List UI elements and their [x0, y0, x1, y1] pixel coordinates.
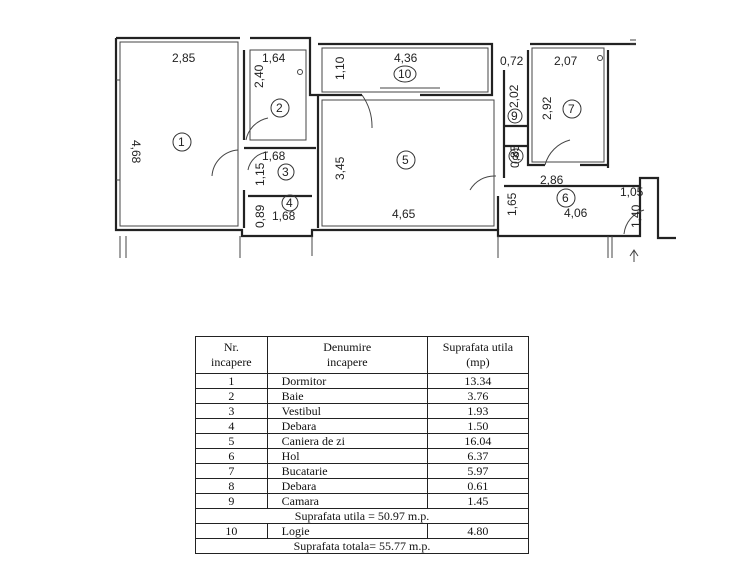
dim-1-05: 1,05	[620, 185, 644, 199]
dim-1-68b: 1,68	[272, 209, 296, 223]
table-header-row: Nr. incapere Denumire incapere Suprafata…	[195, 336, 530, 374]
rooms-table: Nr. incapere Denumire incapere Suprafata…	[195, 336, 530, 554]
row-area: 16.04	[426, 433, 530, 449]
dim-4-68: 4,68	[129, 140, 143, 164]
dim-2-92: 2,92	[540, 96, 554, 120]
row-area: 1.50	[426, 418, 530, 434]
row-area: 3.76	[426, 388, 530, 404]
row-area: 6.37	[426, 448, 530, 464]
logie-name: Logie	[266, 523, 428, 539]
row-name: Hol	[266, 448, 428, 464]
header-name: Denumire incapere	[266, 336, 428, 374]
room-number-1: 1	[178, 135, 185, 149]
dim-4-65: 4,65	[392, 207, 416, 221]
row-name: Caniera de zi	[266, 433, 428, 449]
row-name: Dormitor	[266, 373, 428, 389]
row-area: 13.34	[426, 373, 530, 389]
dim-0-89: 0,89	[253, 204, 267, 228]
row-name: Vestibul	[266, 403, 428, 419]
room-number-2: 2	[276, 101, 283, 115]
row-nr: 1	[195, 373, 268, 389]
row-nr: 5	[195, 433, 268, 449]
walls	[114, 36, 676, 262]
subtotal-row: Suprafata utila = 50.97 m.p.	[195, 508, 529, 524]
dimension-labels: 2,85 4,68 1,64 2,40 1,68 1,15 0,89 1,68 …	[129, 51, 644, 228]
row-nr: 3	[195, 403, 268, 419]
room-markers: 1 2 3 4 5 6 7 8 9 10	[172, 65, 582, 212]
total-row: Suprafata totala= 55.77 m.p.	[195, 538, 529, 554]
header-area: Suprafata utila (mp)	[426, 336, 530, 374]
logie-area: 4.80	[426, 523, 530, 539]
dim-1-68: 1,68	[262, 149, 286, 163]
row-nr: 9	[195, 493, 268, 509]
header-nr: Nr. incapere	[195, 336, 268, 374]
dim-2-40: 2,40	[252, 64, 266, 88]
dim-2-85: 2,85	[172, 51, 196, 65]
room-number-6: 6	[562, 191, 569, 205]
floor-plan: 2,85 4,68 1,64 2,40 1,68 1,15 0,89 1,68 …	[114, 36, 676, 262]
dim-4-36: 4,36	[394, 51, 418, 65]
dim-2-07: 2,07	[554, 54, 578, 68]
room-number-5: 5	[402, 153, 409, 167]
row-nr: 6	[195, 448, 268, 464]
dim-1-64: 1,64	[262, 51, 286, 65]
row-name: Debara	[266, 478, 428, 494]
row-nr: 7	[195, 463, 268, 479]
dim-0-72: 0,72	[500, 54, 524, 68]
room-number-10: 10	[398, 67, 412, 81]
row-name: Camara	[266, 493, 428, 509]
room-number-7: 7	[568, 102, 575, 116]
row-area: 1.93	[426, 403, 530, 419]
row-area: 1.45	[426, 493, 530, 509]
dim-2-86: 2,86	[540, 173, 564, 187]
dim-4-06: 4,06	[564, 206, 588, 220]
dim-1-40: 1,40	[629, 204, 643, 228]
row-nr: 4	[195, 418, 268, 434]
dim-1-10: 1,10	[333, 56, 347, 80]
dim-1-65: 1,65	[505, 192, 519, 216]
room-number-8: 8	[512, 149, 519, 163]
row-name: Bucatarie	[266, 463, 428, 479]
room-number-9: 9	[511, 109, 518, 123]
room-number-3: 3	[282, 165, 289, 179]
row-area: 0.61	[426, 478, 530, 494]
dim-3-45: 3,45	[333, 156, 347, 180]
row-name: Debara	[266, 418, 428, 434]
row-name: Baie	[266, 388, 428, 404]
dim-1-15: 1,15	[253, 162, 267, 186]
row-area: 5.97	[426, 463, 530, 479]
row-nr: 2	[195, 388, 268, 404]
logie-nr: 10	[195, 523, 268, 539]
total-text: Suprafata totala= 55.77 m.p.	[195, 538, 529, 554]
row-nr: 8	[195, 478, 268, 494]
room-number-4: 4	[286, 196, 293, 210]
subtotal-text: Suprafata utila = 50.97 m.p.	[195, 508, 529, 524]
dim-2-02: 2,02	[507, 84, 521, 108]
